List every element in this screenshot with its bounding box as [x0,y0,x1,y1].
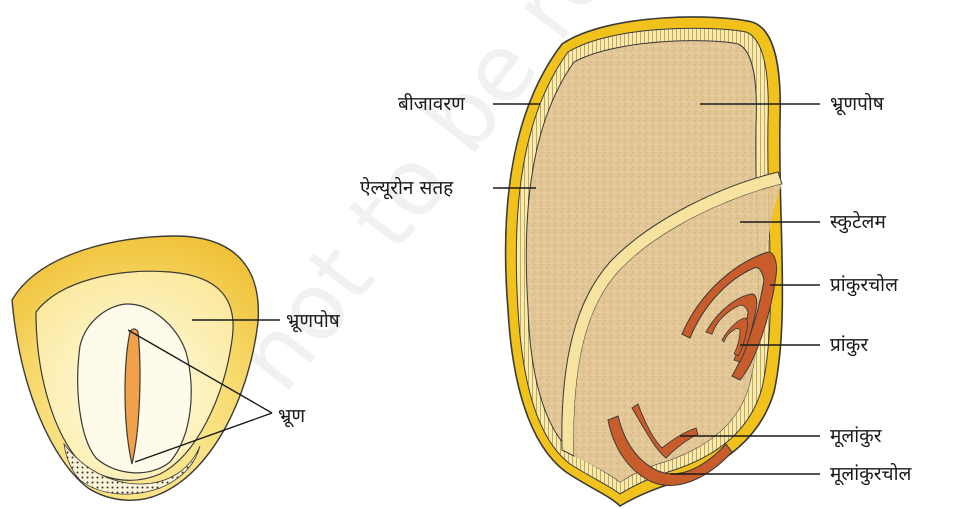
label-seed-coat: बीजावरण [398,92,465,115]
label-scutellum: स्कुटेलम [830,210,886,234]
label-coleoptile: प्रांकुरचोल [830,273,899,297]
left-label-embryo: भ्रूण [278,405,305,428]
label-aleurone-layer: ऐल्यूरोन सतह [360,176,454,200]
label-coleorhiza: मूलांकुरचोल [830,462,913,486]
label-endosperm: भ्रूणपोष [830,92,885,116]
label-plumule: प्रांकुर [830,334,869,357]
label-radicle: मूलांकुर [830,425,883,448]
left-seed [12,236,258,500]
right-seed [506,17,783,506]
left-label-endosperm: भ्रूणपोष [286,309,341,333]
